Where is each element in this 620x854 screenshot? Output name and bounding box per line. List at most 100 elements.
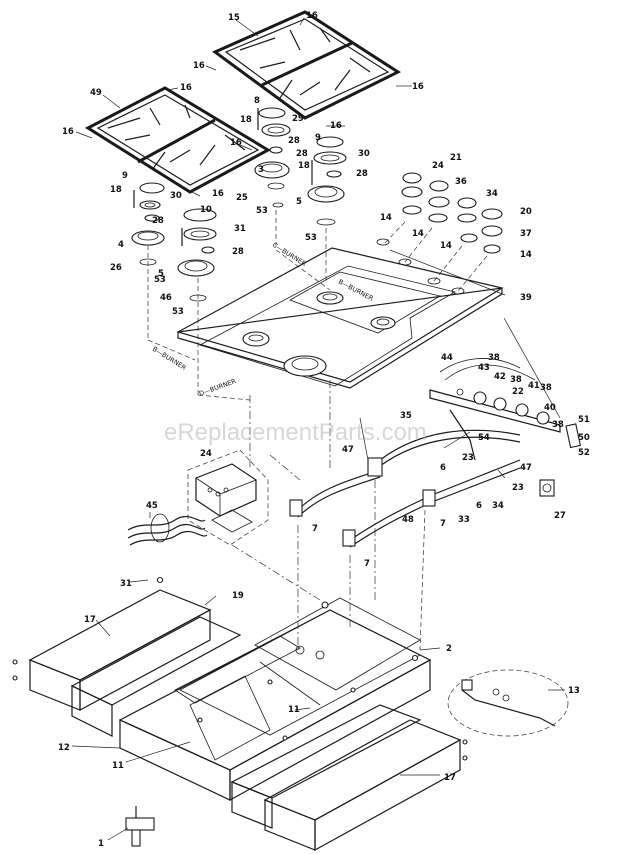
callout-53: 53	[305, 233, 317, 243]
callout-23: 23	[462, 453, 474, 463]
knob-group	[382, 172, 503, 292]
callout-22: 22	[512, 387, 524, 397]
callout-54: 54	[478, 433, 490, 443]
callout-16: 16	[180, 83, 192, 93]
grate-left	[84, 86, 272, 194]
valve-manifold	[289, 358, 582, 548]
callout-18: 18	[298, 161, 310, 171]
callout-1: 1	[98, 839, 104, 849]
callout-14: 14	[412, 229, 424, 239]
callout-3: 3	[258, 165, 264, 175]
callout-38: 38	[540, 383, 552, 393]
electrode-rods	[133, 108, 313, 246]
callout-33: 33	[458, 515, 470, 525]
callout-21: 21	[450, 153, 462, 163]
callout-28: 28	[296, 149, 308, 159]
callout-42: 42	[494, 372, 506, 382]
callout-30: 30	[358, 149, 370, 159]
callout-5: 5	[158, 269, 164, 279]
callout-53: 53	[172, 307, 184, 317]
callout-28: 28	[152, 216, 164, 226]
callout-6: 6	[440, 463, 446, 473]
callout-16: 16	[330, 121, 342, 131]
side-rail-right	[230, 704, 462, 852]
callout-49: 49	[90, 88, 102, 98]
callout-16: 16	[193, 61, 205, 71]
callout-17: 17	[444, 773, 456, 783]
grate-right	[212, 10, 402, 120]
callout-8: 8	[254, 96, 260, 106]
callout-23: 23	[512, 483, 524, 493]
callout-28: 28	[232, 247, 244, 257]
callout-31: 31	[120, 579, 132, 589]
callout-40: 40	[544, 403, 556, 413]
callout-9: 9	[315, 133, 321, 143]
watermark: eReplacementParts.com	[164, 419, 427, 446]
ignition-module	[187, 449, 269, 546]
callout-38: 38	[488, 353, 500, 363]
callout-36: 36	[455, 177, 467, 187]
bracket-assembly	[447, 669, 569, 737]
callout-4: 4	[118, 240, 124, 250]
wire-harness	[127, 513, 208, 546]
callout-50: 50	[578, 433, 590, 443]
callout-28: 28	[288, 136, 300, 146]
callout-47: 47	[520, 463, 532, 473]
callout-16: 16	[306, 11, 318, 21]
callout-16: 16	[212, 189, 224, 199]
callout-31: 31	[234, 224, 246, 234]
callout-19: 19	[232, 591, 244, 601]
callout-41: 41	[528, 381, 540, 391]
callout-20: 20	[520, 207, 532, 217]
callout-5: 5	[296, 197, 302, 207]
callout-28: 28	[356, 169, 368, 179]
callout-7: 7	[312, 524, 318, 534]
c-burner-label: C—BURNER	[271, 241, 308, 268]
screws	[12, 576, 468, 761]
callout-24: 24	[200, 449, 212, 459]
callout-43: 43	[478, 363, 490, 373]
callout-38: 38	[552, 420, 564, 430]
callout-27: 27	[554, 511, 566, 521]
callout-12: 12	[58, 743, 70, 753]
b-burner-label: B—BURNER	[151, 345, 188, 372]
callout-37: 37	[520, 229, 532, 239]
callout-11: 11	[288, 705, 300, 715]
burner-stack-left	[131, 182, 196, 361]
callout-9: 9	[122, 171, 128, 181]
callout-6: 6	[476, 501, 482, 511]
callout-2: 2	[446, 644, 452, 654]
callout-47: 47	[342, 445, 354, 455]
callout-38: 38	[510, 375, 522, 385]
leader-lines	[71, 17, 565, 841]
callout-13: 13	[568, 686, 580, 696]
callout-48: 48	[402, 515, 414, 525]
callout-24: 24	[432, 161, 444, 171]
burner-stack-mid-left	[177, 208, 251, 401]
burner-stack-right	[275, 136, 347, 291]
side-rail-left	[28, 589, 242, 737]
callout-14: 14	[520, 250, 532, 260]
callout-18: 18	[110, 185, 122, 195]
callout-52: 52	[578, 448, 590, 458]
callout-16: 16	[62, 127, 74, 137]
callout-14: 14	[380, 213, 392, 223]
callout-53: 53	[256, 206, 268, 216]
callout-7: 7	[364, 559, 370, 569]
callout-46: 46	[160, 293, 172, 303]
callout-51: 51	[578, 415, 590, 425]
callout-44: 44	[441, 353, 453, 363]
callout-29: 29	[292, 114, 304, 124]
callout-45: 45	[146, 501, 158, 511]
callout-16: 16	[230, 138, 242, 148]
callout-16: 16	[412, 82, 424, 92]
callout-30: 30	[170, 191, 182, 201]
callout-34: 34	[492, 501, 504, 511]
cooktop-panel	[176, 238, 504, 389]
callout-15: 15	[228, 13, 240, 23]
burner-box	[118, 597, 432, 802]
callout-14: 14	[440, 241, 452, 251]
callout-53: 53	[154, 275, 166, 285]
assembly-guides	[231, 380, 426, 651]
